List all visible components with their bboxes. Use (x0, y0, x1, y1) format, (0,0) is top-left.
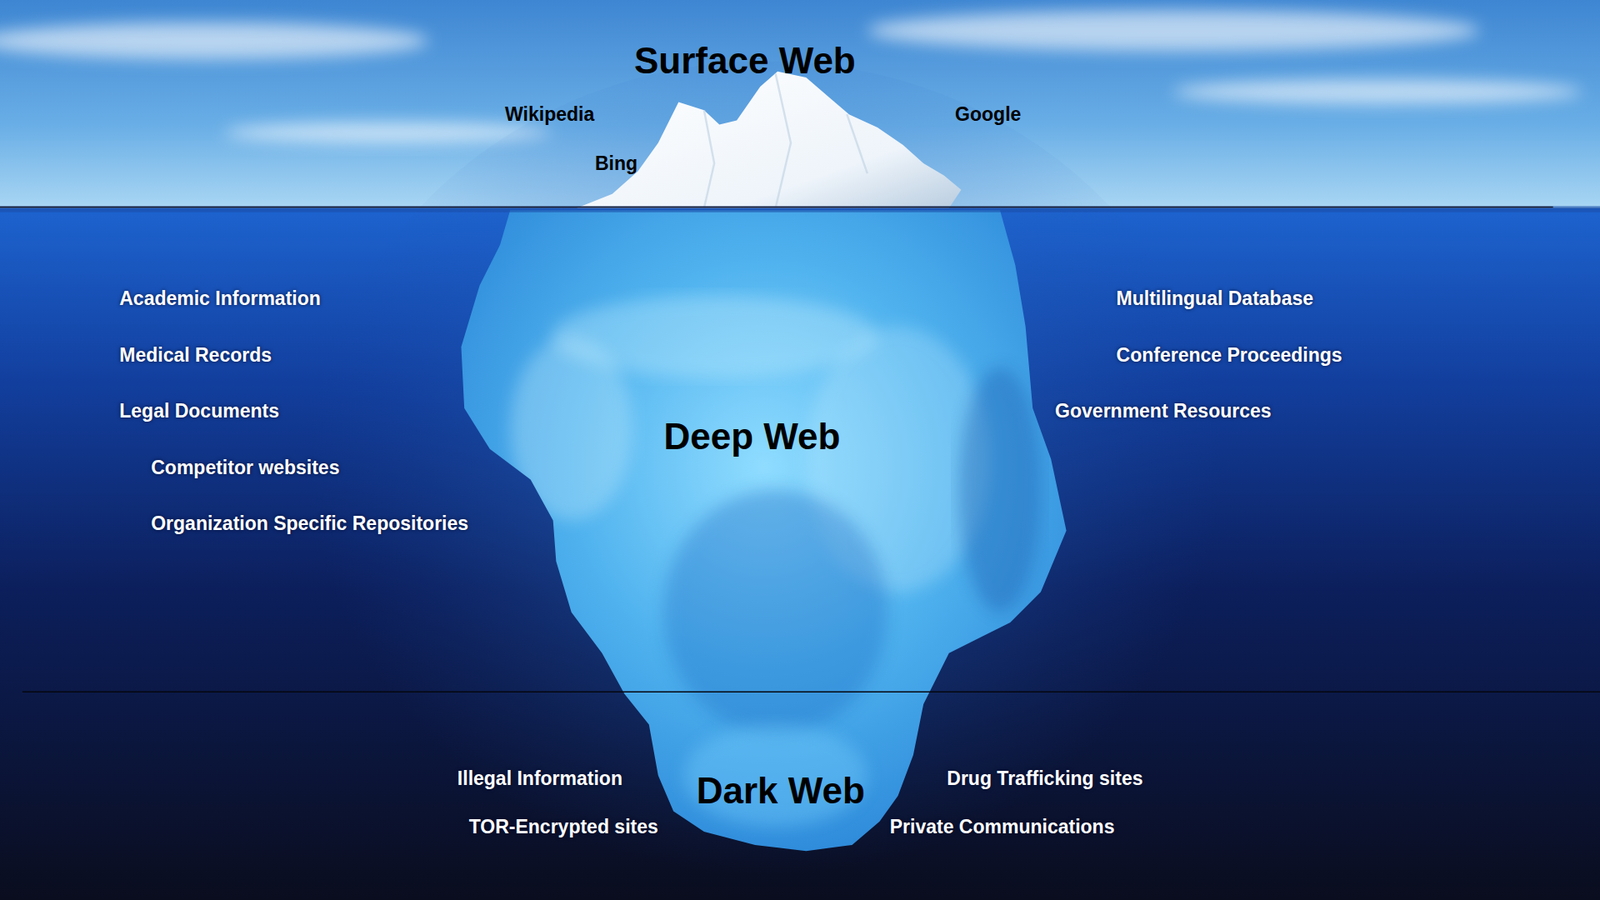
iceberg-underwater (460, 210, 1066, 851)
layer-item: Legal Documents (119, 400, 280, 422)
waterline (0, 206, 1554, 208)
layer-item: Multilingual Database (1116, 286, 1314, 309)
layer-item: Google (955, 103, 1021, 125)
layer-item: Drug Trafficking sites (946, 767, 1143, 790)
layer-heading: Deep Web (663, 415, 840, 459)
layer-item: Conference Proceedings (1116, 344, 1343, 366)
layer-item: Wikipedia (505, 103, 595, 125)
layer-item: Academic Information (119, 286, 321, 309)
iceberg-layer: Academic Information Multilingual Databas… (0, 208, 1600, 692)
water-surface (0, 205, 1600, 212)
layer-item: TOR-Encrypted sites (469, 815, 659, 838)
layer-item: Competitor websites (150, 456, 340, 479)
iceberg-layer: Surface WebWikipedia GoogleBing (0, 0, 1600, 209)
layer-item: Government Resources (1055, 400, 1271, 422)
layer-item: Medical Records (119, 344, 272, 366)
water (0, 208, 1600, 900)
layer-heading: Surface Web (634, 40, 856, 83)
iceberg-peak (576, 71, 962, 209)
peak-shading (704, 73, 868, 209)
layer-item: Private Communications (890, 815, 1115, 838)
layer-item: Bing (595, 152, 638, 175)
iceberg-layer: Illegal Information Dark Web Drug Traffick… (0, 691, 1600, 900)
layer-item: Illegal Information (457, 767, 623, 790)
dark-web-divider (22, 690, 1600, 692)
ice-texture (510, 295, 1041, 827)
layer-heading: Dark Web (696, 770, 865, 813)
water-glow (305, 60, 1225, 900)
layer-item: Organization Specific Repositories (150, 512, 469, 535)
